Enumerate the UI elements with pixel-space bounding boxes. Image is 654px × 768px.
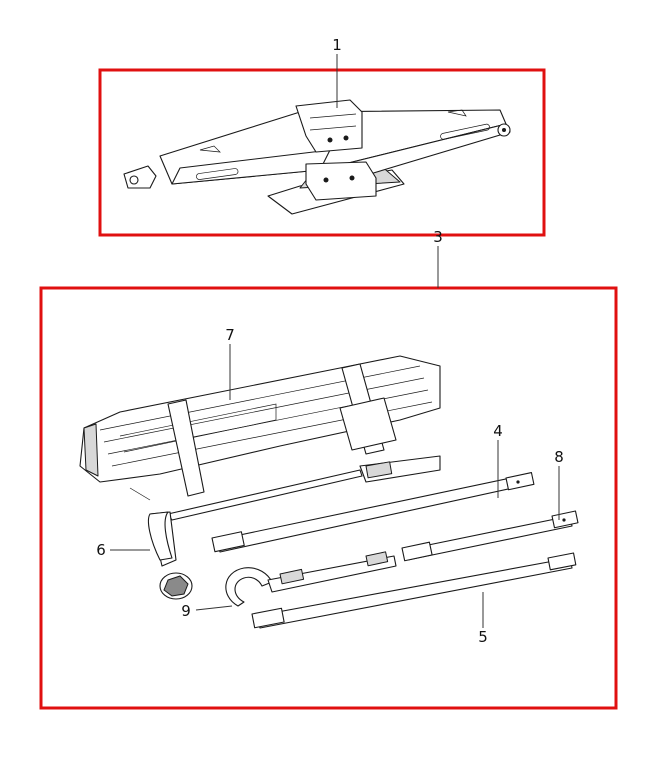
extension-rod[interactable] — [211, 472, 535, 553]
jack-group-frame — [98, 68, 546, 237]
scissor-jack[interactable] — [123, 99, 511, 215]
callout-9[interactable]: 9 — [181, 602, 191, 620]
callout-7[interactable]: 7 — [225, 326, 235, 344]
callout-4[interactable]: 4 — [493, 422, 503, 440]
pivot-hole — [349, 175, 355, 181]
callout-6[interactable]: 6 — [96, 541, 106, 559]
toolkit-group-frame — [39, 286, 618, 710]
lug-wrench[interactable] — [147, 455, 441, 600]
callout-5[interactable]: 5 — [478, 628, 488, 646]
callout-1[interactable]: 1 — [332, 36, 342, 54]
pivot-hole — [327, 137, 333, 143]
pivot-hole — [323, 177, 329, 183]
leader-line — [195, 605, 233, 611]
callout-8[interactable]: 8 — [554, 448, 564, 466]
tool-bag[interactable] — [79, 355, 441, 501]
jack-handle-hook[interactable] — [225, 551, 397, 607]
extension-rod-long[interactable] — [251, 552, 577, 629]
pivot-hole — [343, 135, 349, 141]
extension-rod-short[interactable] — [401, 510, 579, 562]
callout-3[interactable]: 3 — [433, 228, 443, 246]
